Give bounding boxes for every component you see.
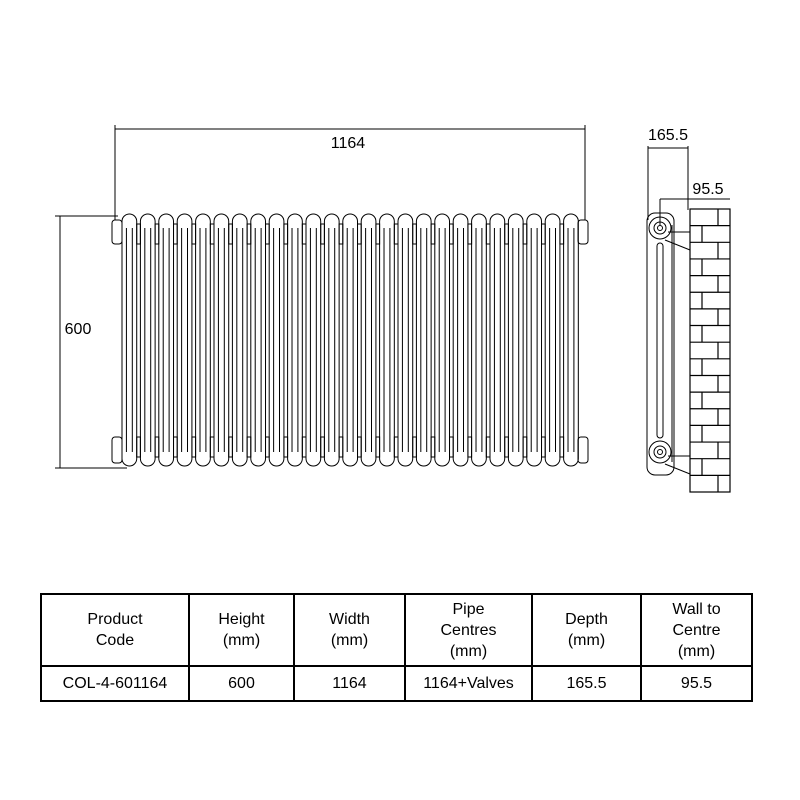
valve: [577, 219, 589, 245]
height-dimension: [55, 215, 127, 469]
cell-depth: 165.5: [531, 665, 642, 702]
radiator-column: [139, 213, 160, 467]
width-label: 1164: [331, 135, 366, 152]
radiator-column: [121, 213, 141, 467]
valve: [111, 219, 123, 245]
radiator-column: [452, 213, 473, 467]
radiator-column: [287, 213, 307, 467]
radiator-column: [231, 213, 252, 467]
cell-wall-to-centre: 95.5: [640, 665, 753, 702]
side-view: [646, 146, 730, 476]
radiator-front-view: [111, 213, 589, 467]
radiator-column: [213, 213, 233, 467]
brick-wall: [689, 208, 731, 493]
radiator-column: [195, 213, 215, 467]
radiator-column: [507, 213, 528, 467]
height-label: 600: [65, 321, 92, 338]
radiator-column: [434, 213, 454, 467]
radiator-column: [250, 213, 270, 467]
radiator-column: [526, 213, 546, 467]
radiator-column: [544, 213, 565, 467]
radiator-column: [176, 213, 197, 467]
radiator-column: [342, 213, 362, 467]
cell-pipe-centres: 1164+Valves: [404, 665, 533, 702]
radiator-column: [323, 213, 344, 467]
radiator-column: [563, 213, 579, 467]
depth-label: 165.5: [648, 127, 688, 144]
radiator-column: [268, 213, 289, 467]
radiator-column: [379, 213, 399, 467]
cell-width: 1164: [293, 665, 406, 702]
radiator-column: [471, 213, 491, 467]
header-width: Width(mm): [293, 593, 406, 667]
header-depth: Depth(mm): [531, 593, 642, 667]
radiator-column: [415, 213, 436, 467]
radiator-column: [360, 213, 381, 467]
cell-product-code: COL-4-601164: [40, 665, 190, 702]
width-dimension: [114, 125, 586, 220]
radiator-column: [489, 213, 509, 467]
table-row: COL-4-601164 600 1164 1164+Valves 165.5 …: [40, 665, 753, 702]
wall-to-centre-label: 95.5: [692, 181, 723, 198]
radiator-column: [397, 213, 417, 467]
cell-height: 600: [188, 665, 295, 702]
valve: [111, 436, 123, 464]
radiator-column: [158, 213, 178, 467]
valve: [577, 436, 589, 464]
header-height: Height(mm): [188, 593, 295, 667]
radiator-drawing: 1164 600 165.5 95.5: [55, 125, 731, 493]
radiator-column: [305, 213, 325, 467]
